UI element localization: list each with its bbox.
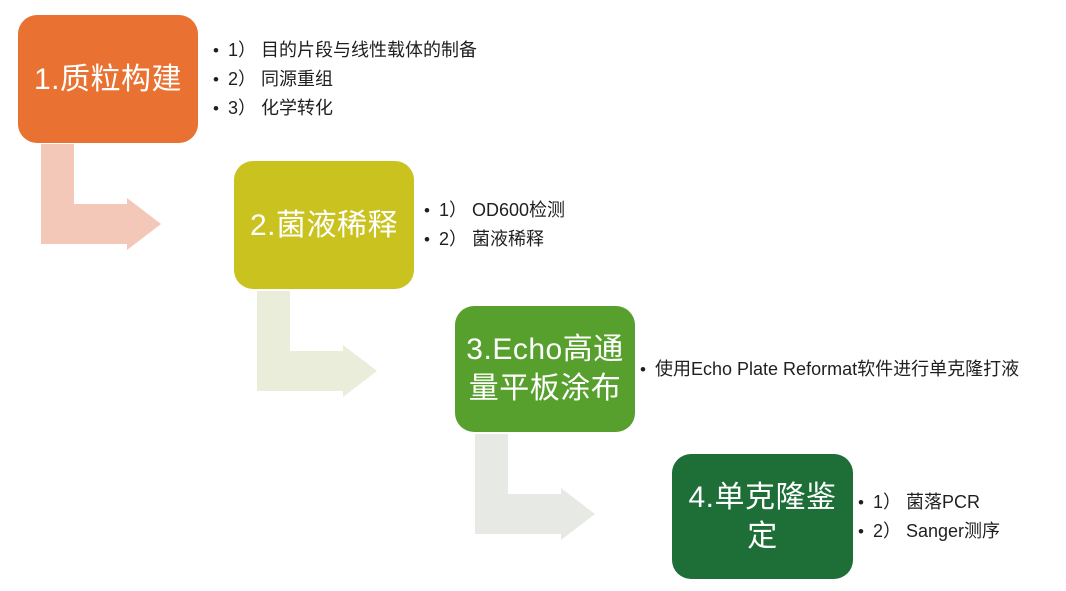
step-box-3-echo-plating: 3.Echo高通 量平板涂布 (455, 306, 635, 432)
bullet-item: • 1） 目的片段与线性载体的制备 (213, 36, 477, 65)
bullet-text: 1） 菌落PCR (873, 491, 981, 512)
bullet-item: • 3） 化学转化 (213, 94, 477, 123)
bullet-icon: • (858, 492, 864, 512)
bullet-text: 2） Sanger测序 (873, 520, 1001, 541)
bullet-text: 2） 同源重组 (228, 68, 334, 89)
bullet-item: • 2） Sanger测序 (858, 517, 1000, 546)
bullet-icon: • (424, 201, 430, 220)
bullet-text: 1） OD600检测 (439, 200, 566, 220)
arrow-shape (475, 434, 595, 540)
arrow-shape (257, 291, 377, 397)
step-title-2: 2.菌液稀释 (249, 208, 399, 242)
step-title-3: 3.Echo高通 量平板涂布 (466, 333, 624, 405)
bullet-icon: • (213, 98, 219, 118)
bullet-item: • 1） 菌落PCR (858, 488, 1000, 517)
bent-arrow-step1-to-step2 (41, 144, 161, 250)
bullet-text: 2） 菌液稀释 (439, 229, 545, 249)
step-bullets-1: • 1） 目的片段与线性载体的制备 • 2） 同源重组 • 3） 化学转化 (213, 15, 477, 143)
bullet-item: • 2） 同源重组 (213, 65, 477, 94)
step-box-2-bacteria-dilution: 2.菌液稀释 (234, 161, 414, 289)
step-bullets-4: • 1） 菌落PCR • 2） Sanger测序 (858, 454, 1000, 579)
bullet-item: • 2） 菌液稀释 (424, 225, 565, 254)
step-title-4: 4.单克隆鉴 定 (688, 480, 837, 553)
bullet-icon: • (858, 521, 864, 541)
step-bullets-3: • 使用Echo Plate Reformat软件进行单克隆打液 (640, 306, 1019, 432)
bent-arrow-step2-to-step3 (257, 291, 377, 397)
bent-arrow-step3-to-step4 (475, 434, 595, 540)
bullet-text: 3） 化学转化 (228, 97, 334, 118)
bullet-icon: • (213, 69, 219, 89)
bullet-text: 使用Echo Plate Reformat软件进行单克隆打液 (655, 358, 1020, 379)
bullet-icon: • (640, 359, 646, 379)
arrow-shape (41, 144, 161, 250)
step-box-4-monoclonal-identification: 4.单克隆鉴 定 (672, 454, 853, 579)
bullet-icon: • (213, 40, 219, 60)
bullet-item: • 1） OD600检测 (424, 196, 565, 225)
step-bullets-2: • 1） OD600检测 • 2） 菌液稀释 (424, 161, 565, 289)
bullet-item: • 使用Echo Plate Reformat软件进行单克隆打液 (640, 355, 1019, 384)
bullet-icon: • (424, 230, 430, 249)
step-box-1-plasmid-construction: 1.质粒构建 (18, 15, 198, 143)
step-title-1: 1.质粒构建 (33, 62, 183, 96)
bullet-text: 1） 目的片段与线性载体的制备 (228, 39, 478, 60)
